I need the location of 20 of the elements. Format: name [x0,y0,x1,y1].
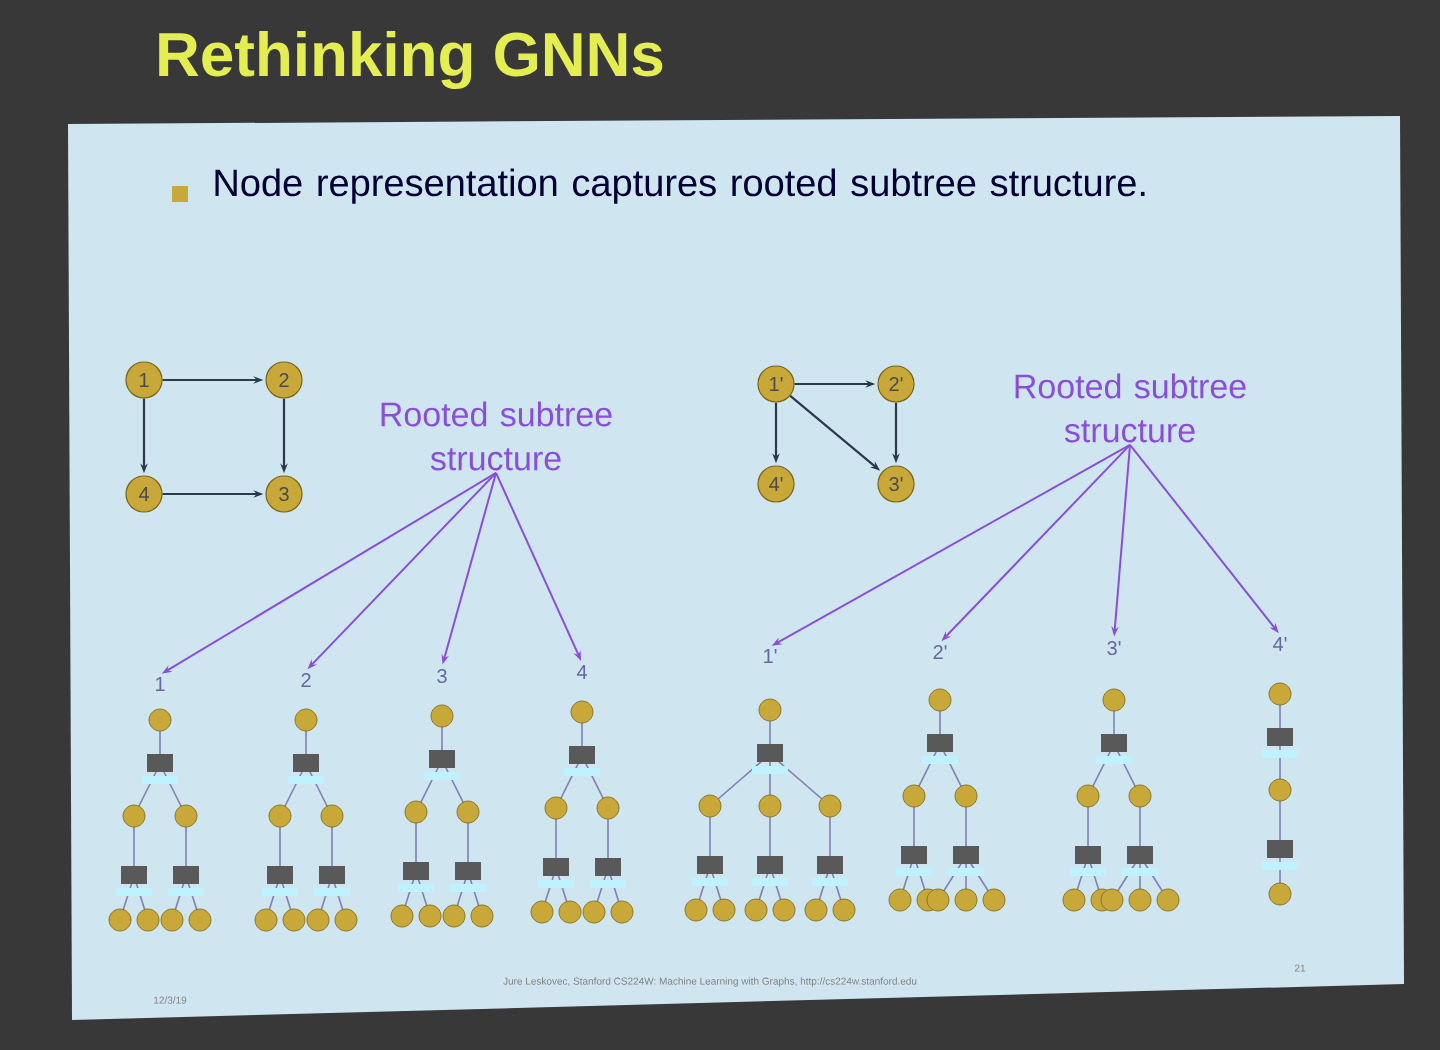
bullet-text: Node representation captures rooted subtree structure. [215,168,1145,204]
tree-label: 3' [1107,640,1121,656]
tree-label: 1 [156,677,165,691]
graph-node: 3 [265,475,303,513]
graph-node: 1 [125,361,163,399]
tree-label: 2' [933,645,947,659]
graph-node: 4 [125,475,163,513]
tree-label: 3 [437,668,447,684]
subtree-caption: Rooted subtree structure [1015,373,1246,443]
tree-label: 4' [1273,637,1287,651]
graph-node: 4' [757,465,795,503]
tree-label: 1' [764,649,777,663]
graph-node: 2 [265,361,303,399]
graph-node: 1' [757,365,795,403]
tree-label: 4 [576,665,587,679]
graph-node: 2' [877,365,915,403]
subtree-caption: Rooted subtree structure [381,401,612,471]
graph-node: 3' [877,465,915,503]
slide-title: Rethinking GNNs [159,30,663,90]
tree-label: 2 [301,673,311,687]
